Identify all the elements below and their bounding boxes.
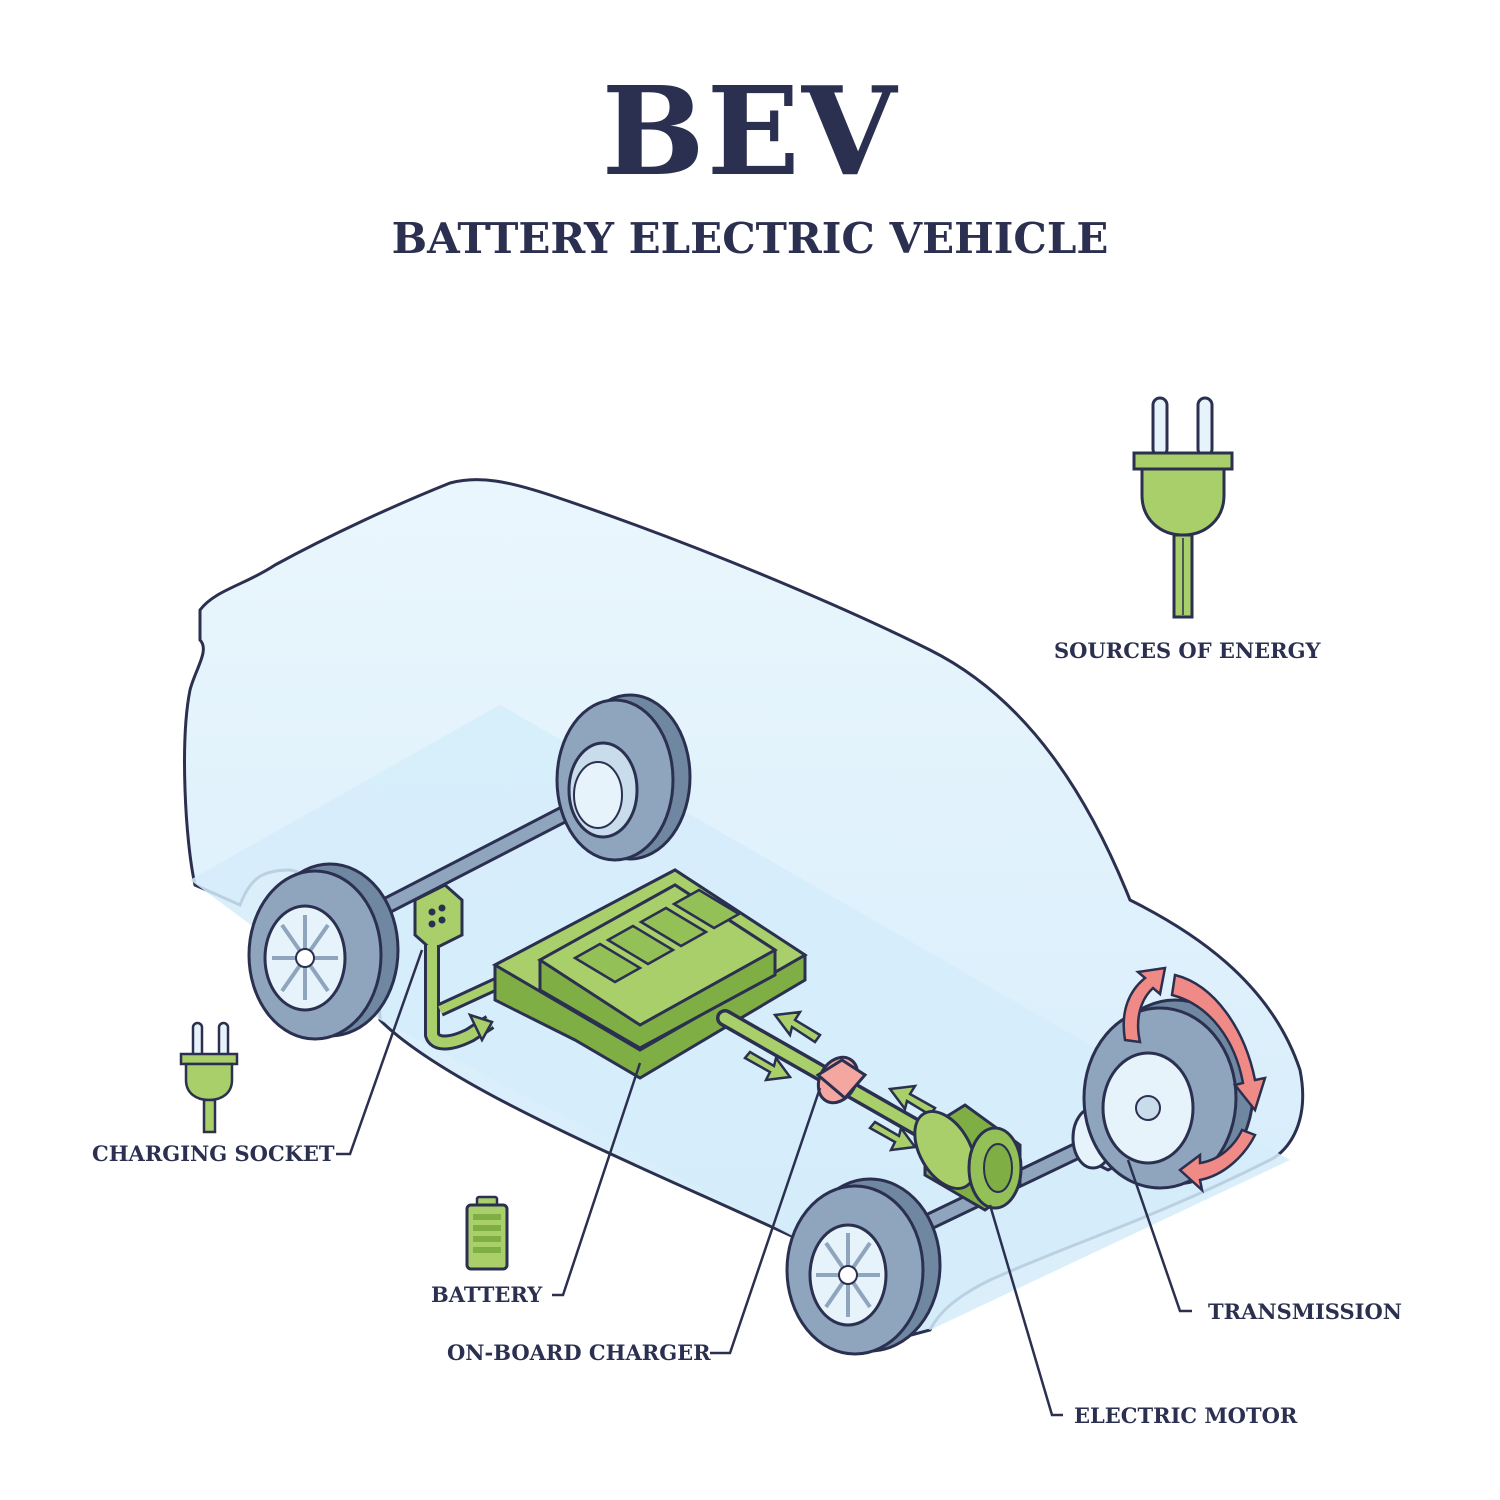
- label-battery: BATTERY: [431, 1282, 543, 1307]
- page-title: BEV: [601, 59, 899, 203]
- rotation-arrow-icon: [1122, 966, 1267, 1194]
- plug-icon: [1132, 396, 1234, 619]
- rear-near-wheel: [247, 862, 400, 1041]
- flow-arrows: [467, 1010, 937, 1152]
- leader-lines: [336, 949, 1192, 1417]
- battery-icon: [465, 1195, 509, 1271]
- label-transmission: TRANSMISSION: [1208, 1299, 1402, 1324]
- front-near-wheel: [785, 1177, 942, 1356]
- front-far-wheel: [1082, 998, 1255, 1190]
- rear-far-wheel: [555, 693, 692, 862]
- label-sources-of-energy: SOURCES OF ENERGY: [1054, 638, 1321, 663]
- page-subtitle: BATTERY ELECTRIC VEHICLE: [391, 214, 1109, 263]
- label-electric-motor: ELECTRIC MOTOR: [1074, 1403, 1298, 1428]
- label-charging-socket: CHARGING SOCKET: [92, 1141, 335, 1166]
- electric-motor: [913, 1103, 1023, 1212]
- plug-icon-small: [179, 1021, 239, 1134]
- charging-socket-box: [413, 883, 464, 952]
- label-on-board-charger: ON-BOARD CHARGER: [447, 1340, 711, 1365]
- on-board-charger: [815, 1055, 868, 1105]
